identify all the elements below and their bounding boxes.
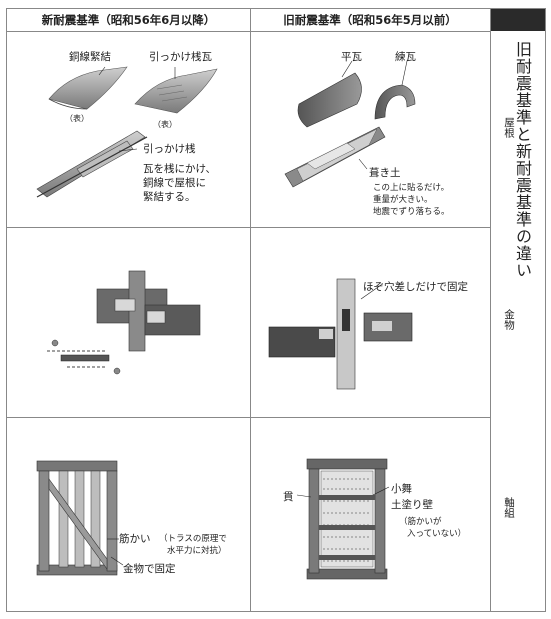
label-mud-wall: 土塗り壁 (391, 499, 433, 511)
old-mortise-joint (268, 278, 413, 390)
label-flat-tile: 平瓦 (341, 51, 362, 63)
note-roof-old-3: 地震でずり落ちる。 (373, 207, 450, 217)
label-roof-desc-3: 緊結する。 (143, 191, 196, 203)
row-label-roof: 屋根 (503, 117, 515, 138)
note-no-brace-1: （筋かいが (399, 517, 442, 527)
label-mortise-only: ほぞ穴差しだけで固定 (363, 281, 468, 293)
label-brace: 筋かい (119, 533, 151, 545)
new-tile-illustration-2 (134, 68, 218, 114)
row-divider-1 (7, 227, 490, 228)
old-mud-wall-frame (306, 458, 388, 580)
label-copper-wire: 銅線緊結 (69, 51, 111, 63)
label-nuki: 貫 (283, 491, 294, 503)
column-divider-1 (250, 9, 251, 611)
new-joint-hardware (96, 270, 201, 352)
comparison-table: 新耐震基準（昭和56年6月以降） 旧耐震基準（昭和56年5月以前） 旧耐震基準と… (6, 8, 546, 612)
side-title: 旧耐震基準と新耐震基準の違い (513, 41, 532, 279)
label-metal-fix: 金物で固定 (123, 563, 176, 575)
label-roof-desc-1: 瓦を桟にかけ、 (143, 163, 216, 175)
note-no-brace-2: 入っていない） (407, 529, 467, 539)
illustrations (36, 60, 416, 580)
label-face-2: （表） (153, 120, 177, 129)
new-braced-frame (36, 460, 118, 576)
note-brace-2: 水平力に対抗） (167, 546, 227, 556)
old-flat-tile (297, 72, 362, 128)
note-roof-old-2: 重量が大きい。 (373, 195, 433, 205)
label-mud: 葺き土 (369, 167, 401, 179)
note-roof-old-1: この上に貼るだけ。 (373, 183, 450, 193)
new-tile-illustration-1 (48, 66, 128, 110)
row-label-frame: 軸組 (503, 497, 515, 518)
label-hook-batten: 引っかけ桟 (143, 143, 196, 155)
label-komai: 小舞 (391, 483, 412, 495)
row-label-hardware: 金物 (503, 309, 515, 330)
label-ridge-tile: 練瓦 (395, 51, 416, 63)
column-divider-2 (490, 9, 491, 611)
row-divider-2 (7, 417, 490, 418)
new-bolt-parts (47, 339, 121, 375)
new-roof-assembly (36, 130, 148, 198)
old-ridge-tile (374, 84, 416, 120)
old-roof-assembly (284, 126, 386, 188)
label-hook-tile: 引っかけ桟瓦 (149, 51, 212, 63)
note-brace-1: （トラスの原理で (159, 534, 227, 544)
label-roof-desc-2: 銅線で屋根に (143, 177, 206, 189)
label-face-1: （表） (65, 114, 89, 123)
header-dark-block (490, 9, 545, 31)
